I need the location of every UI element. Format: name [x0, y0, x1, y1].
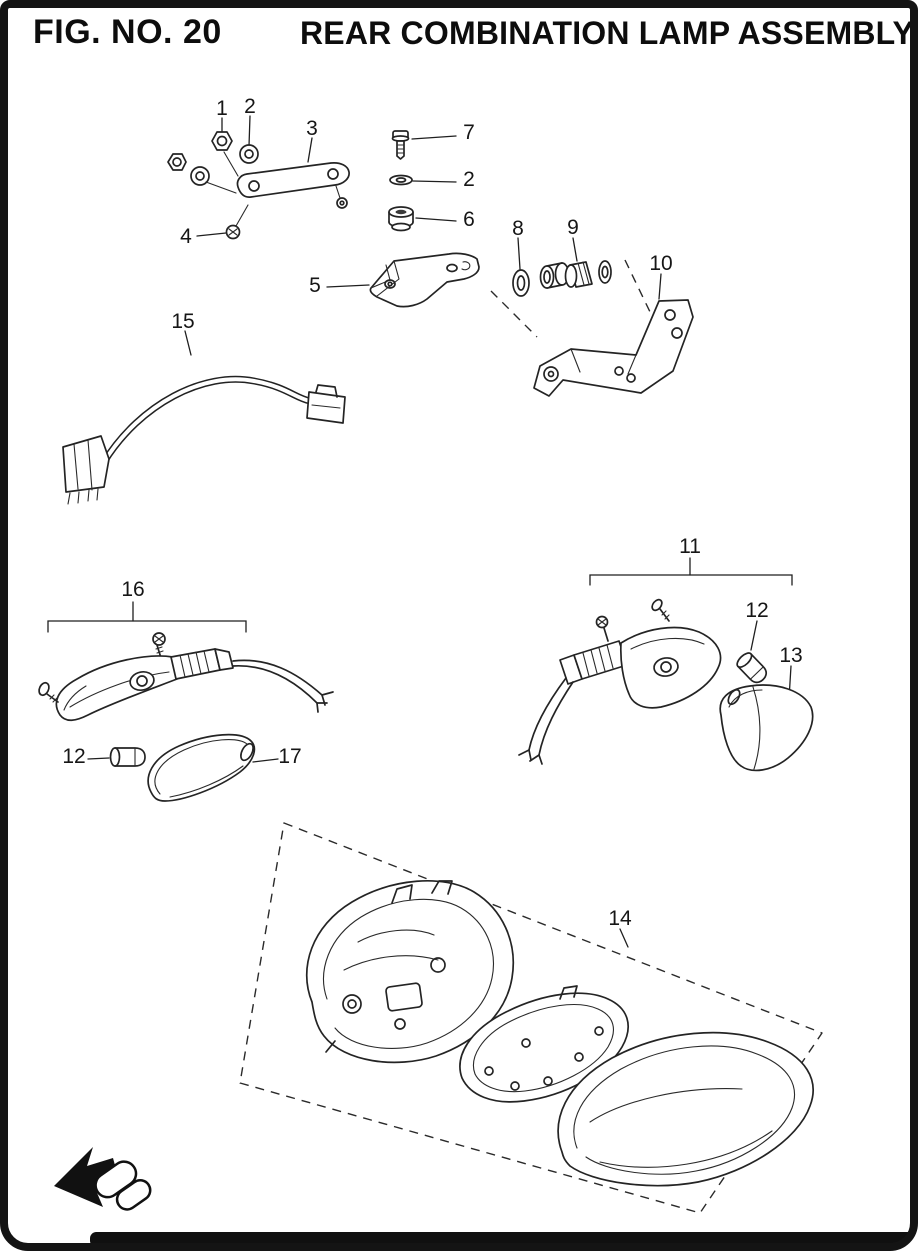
part-9-collar-nut-washer	[539, 260, 612, 289]
callout-11: 11	[679, 535, 701, 558]
tail-lamp-inner-plate	[459, 985, 629, 1103]
callout-4: 4	[180, 225, 192, 248]
callout-13: 13	[779, 644, 803, 667]
part-12-bulb-right	[736, 652, 768, 684]
part-16-turn-signal-assembly	[38, 601, 334, 722]
part-14-tail-lamp-assembly	[239, 822, 823, 1214]
callout-1: 1	[216, 97, 228, 120]
leader-lines	[87, 115, 792, 948]
callout-12b: 12	[745, 599, 769, 622]
callout-2a: 2	[244, 95, 256, 118]
figure-title: REAR COMBINATION LAMP ASSEMBLY	[300, 15, 915, 51]
callout-17: 17	[278, 745, 302, 768]
corner-logo-mark	[54, 1147, 152, 1211]
harness-connector-right	[306, 391, 346, 424]
callout-8: 8	[512, 217, 524, 240]
part-5-bracket	[369, 252, 480, 308]
assembly-boundary-box	[239, 822, 823, 1214]
part-3-bracket	[236, 162, 350, 209]
part-8-washer	[512, 269, 530, 297]
part-15-wire-harness	[62, 375, 346, 505]
part-10-bracket	[533, 299, 694, 397]
figure-number: FIG. NO. 20	[33, 13, 222, 51]
part-7-screw	[391, 130, 410, 160]
part-12-bulb-left	[109, 747, 146, 767]
harness-connector-left	[62, 435, 110, 493]
callout-15: 15	[171, 310, 195, 333]
arrow-icon	[54, 1147, 119, 1207]
part-2-washer-middle	[389, 174, 413, 186]
callout-7: 7	[463, 121, 475, 144]
callout-9: 9	[567, 216, 579, 239]
callout-12a: 12	[62, 745, 86, 768]
callout-5: 5	[309, 274, 321, 297]
callout-6: 6	[463, 208, 475, 231]
footer-bar	[90, 1232, 910, 1247]
callout-10: 10	[649, 252, 673, 275]
part-17-lens	[147, 733, 256, 802]
callout-3: 3	[306, 117, 318, 140]
part-6-grommet	[388, 206, 414, 232]
callout-16: 16	[121, 578, 145, 601]
part-1-nut-and-part-2-washers	[167, 131, 259, 194]
callout-2b: 2	[463, 168, 475, 191]
tail-lamp-housing	[305, 879, 515, 1064]
part-4-screw	[225, 204, 249, 240]
part-11-turn-signal-assembly	[518, 557, 793, 765]
callout-14: 14	[608, 907, 632, 930]
tail-lamp-outer-lens	[557, 1031, 814, 1187]
part-13-lens	[719, 684, 814, 772]
